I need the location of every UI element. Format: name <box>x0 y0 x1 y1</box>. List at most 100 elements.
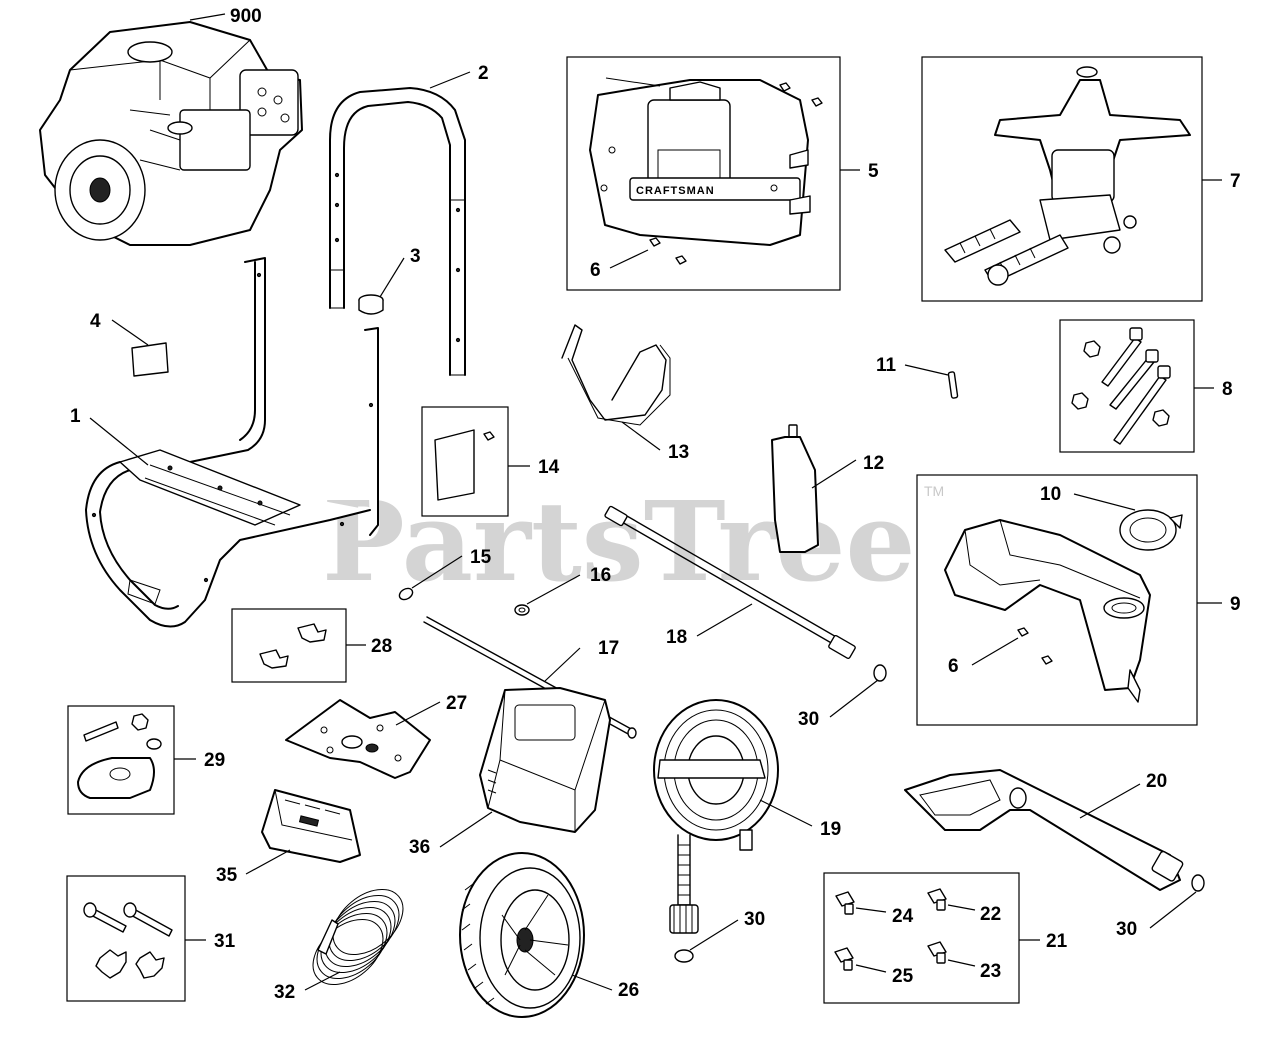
part-29-foot-kit[interactable] <box>77 713 162 799</box>
leader-18 <box>696 603 753 637</box>
part-18-wand[interactable] <box>604 505 856 660</box>
callout-6-panel: 6 <box>590 260 601 281</box>
part-26-wheel[interactable] <box>459 852 585 1018</box>
callout-36: 36 <box>409 837 430 858</box>
box-14 <box>421 406 509 517</box>
leader-24 <box>855 907 887 913</box>
callout-13: 13 <box>668 442 689 463</box>
leader-16 <box>526 574 581 605</box>
leader-30b <box>689 919 739 951</box>
callout-900: 900 <box>230 6 262 27</box>
part-23-nozzle[interactable] <box>927 941 947 964</box>
part-20-gun[interactable] <box>904 769 1184 891</box>
part-30-washer-hose[interactable] <box>674 949 694 963</box>
callout-32: 32 <box>274 982 295 1003</box>
leader-22 <box>947 904 976 911</box>
part-22-nozzle[interactable] <box>927 888 947 911</box>
part-1-frame[interactable] <box>85 257 379 628</box>
part-14-decal[interactable] <box>434 429 495 501</box>
callout-24: 24 <box>892 906 914 927</box>
part-16-washer[interactable] <box>514 604 530 616</box>
leader-6a <box>609 249 649 269</box>
panel-brand-text: CRAFTSMAN <box>636 185 715 197</box>
part-19-hose[interactable] <box>653 699 779 934</box>
watermark-trademark: TM <box>924 483 944 499</box>
box-7 <box>921 56 1203 302</box>
callout-17: 17 <box>598 638 619 659</box>
callout-2: 2 <box>478 63 489 84</box>
box-9 <box>916 474 1198 726</box>
callout-11: 11 <box>876 355 897 376</box>
callout-22: 22 <box>980 904 1001 925</box>
callout-29: 29 <box>204 750 225 771</box>
callout-7: 7 <box>1230 171 1241 192</box>
part-11-pin[interactable] <box>947 371 959 399</box>
part-27-bracket[interactable] <box>285 699 431 779</box>
part-24-nozzle[interactable] <box>835 891 855 915</box>
box-28 <box>231 608 347 683</box>
part-12-bottle[interactable] <box>771 424 819 553</box>
part-8-bolts[interactable] <box>1071 327 1171 445</box>
part-4-label[interactable] <box>131 342 169 377</box>
leader-26 <box>571 974 613 991</box>
part-31-bolts-knobs[interactable] <box>83 902 173 979</box>
callout-6-tank: 6 <box>948 656 959 677</box>
callout-20: 20 <box>1146 771 1167 792</box>
part-32-cord[interactable] <box>301 876 416 997</box>
leader-3 <box>379 257 405 298</box>
part-3-cap[interactable] <box>358 294 384 315</box>
part-2-handle[interactable] <box>329 87 466 376</box>
callout-12: 12 <box>863 453 884 474</box>
callout-14: 14 <box>538 457 560 478</box>
leader-13 <box>621 421 661 451</box>
part-7-pump[interactable] <box>944 66 1191 286</box>
part-25-nozzle[interactable] <box>834 947 854 971</box>
callout-18: 18 <box>666 627 687 648</box>
part-28-clips[interactable] <box>259 623 327 669</box>
callout-19: 19 <box>820 819 841 840</box>
leader-15 <box>411 555 463 589</box>
callout-9: 9 <box>1230 594 1241 615</box>
part-900-engine[interactable] <box>39 21 303 246</box>
callout-4: 4 <box>90 311 101 332</box>
callout-30-hose: 30 <box>744 909 765 930</box>
callout-1: 1 <box>70 406 81 427</box>
callout-31: 31 <box>214 931 236 952</box>
part-36-charger[interactable] <box>479 687 611 833</box>
box-5 <box>566 56 841 291</box>
part-30-washer-gun[interactable] <box>1191 874 1205 892</box>
callout-28: 28 <box>371 636 392 657</box>
callout-3: 3 <box>410 246 421 267</box>
leader-27 <box>395 701 441 726</box>
callout-15: 15 <box>470 547 492 568</box>
leader-1 <box>89 417 149 466</box>
part-13-hook[interactable] <box>561 324 671 426</box>
leader-32 <box>304 971 341 991</box>
leader-10 <box>1073 493 1136 511</box>
callout-26: 26 <box>618 980 639 1001</box>
callout-21: 21 <box>1046 931 1068 952</box>
leader-11 <box>904 364 949 376</box>
part-5-control-panel[interactable]: CRAFTSMAN <box>589 77 823 265</box>
box-29 <box>67 705 175 815</box>
box-21 <box>823 872 1020 1004</box>
part-30-washer-wand[interactable] <box>873 664 887 682</box>
leader-4 <box>111 319 149 346</box>
leader-19 <box>759 799 813 827</box>
leader-30a <box>829 679 879 718</box>
callout-16: 16 <box>590 565 611 586</box>
leader-20 <box>1079 783 1141 819</box>
callout-25: 25 <box>892 966 914 987</box>
part-35-battery[interactable] <box>261 789 361 863</box>
callout-30-wand: 30 <box>798 709 819 730</box>
callout-8: 8 <box>1222 379 1233 400</box>
leader-2 <box>429 71 471 89</box>
watermark: PartsTree <box>322 477 916 606</box>
part-9-tank[interactable] <box>944 519 1151 703</box>
leader-23 <box>947 959 976 967</box>
leader-25 <box>855 964 887 973</box>
part-10-cap[interactable] <box>1119 509 1183 551</box>
part-15-oring[interactable] <box>397 586 414 602</box>
box-8 <box>1059 319 1195 453</box>
